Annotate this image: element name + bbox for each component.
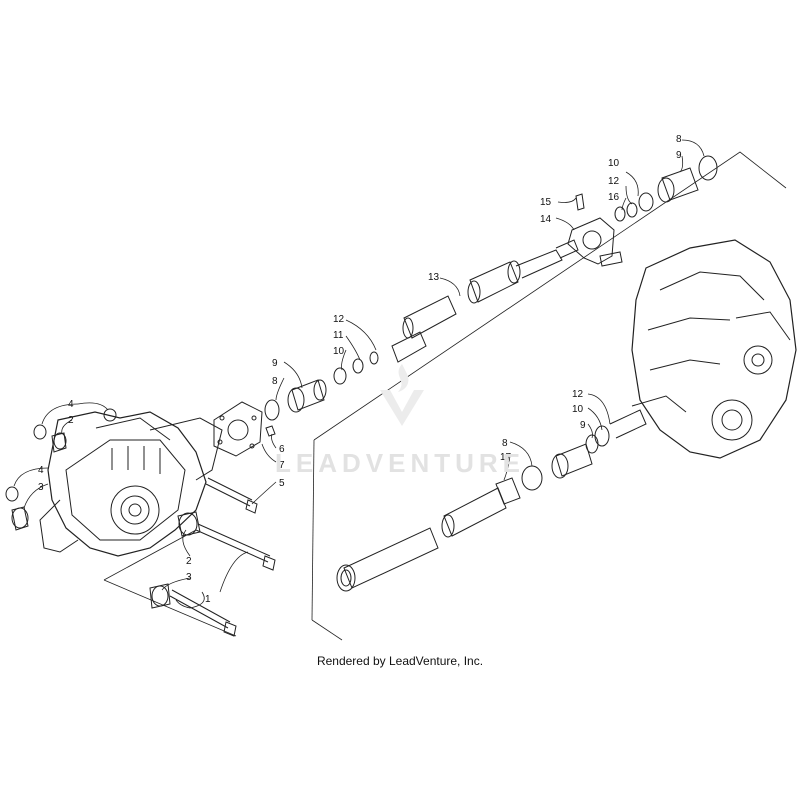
rear-gearcase <box>631 239 797 459</box>
callout-14: 14 <box>540 214 552 225</box>
callout-15: 15 <box>540 197 552 208</box>
rear-shaft <box>336 409 647 592</box>
upper-seal-group <box>614 155 718 222</box>
front-gearcase <box>39 411 223 557</box>
callout-8: 8 <box>272 376 278 387</box>
callout-10: 10 <box>572 404 584 415</box>
callout-6: 6 <box>279 444 285 455</box>
callout-3: 3 <box>186 572 192 583</box>
callout-5: 5 <box>279 478 285 489</box>
callout-8: 8 <box>676 134 682 145</box>
callout-8: 8 <box>502 438 508 449</box>
bushing-left-lower <box>5 486 29 531</box>
callout-12: 12 <box>333 314 345 325</box>
callout-4: 4 <box>68 399 74 410</box>
callout-10: 10 <box>608 158 620 169</box>
callout-labels: 1 2 2 3 3 4 4 5 6 7 8 8 8 9 9 9 10 10 10… <box>38 134 682 605</box>
watermark-text: LEADVENTURE <box>274 448 525 478</box>
callout-11: 11 <box>333 330 344 341</box>
front-boot <box>264 351 379 421</box>
callout-17: 17 <box>500 452 512 463</box>
exploded-view-frame <box>103 151 787 641</box>
callout-13: 13 <box>428 272 440 283</box>
callout-12: 12 <box>572 389 584 400</box>
carrier-bearing <box>567 193 623 267</box>
callout-4: 4 <box>38 465 44 476</box>
callout-2: 2 <box>186 556 192 567</box>
callout-10: 10 <box>333 346 345 357</box>
bushing-left-upper <box>33 408 117 453</box>
render-credit: Rendered by LeadVenture, Inc. <box>316 654 484 668</box>
callout-2: 2 <box>68 415 74 426</box>
flange-plate <box>213 401 276 457</box>
callout-7: 7 <box>279 460 285 471</box>
callout-12: 12 <box>608 176 620 187</box>
callout-16: 16 <box>608 192 620 203</box>
callout-9: 9 <box>676 150 682 161</box>
callout-3: 3 <box>38 482 44 493</box>
callout-1: 1 <box>205 594 211 605</box>
rear-seal-group <box>521 425 610 491</box>
front-shaft <box>391 239 579 363</box>
callout-9: 9 <box>580 420 586 431</box>
mount-bolts <box>169 477 276 637</box>
callout-9: 9 <box>272 358 278 369</box>
leader-lines <box>13 139 705 609</box>
watermark-logo-icon <box>380 364 424 426</box>
